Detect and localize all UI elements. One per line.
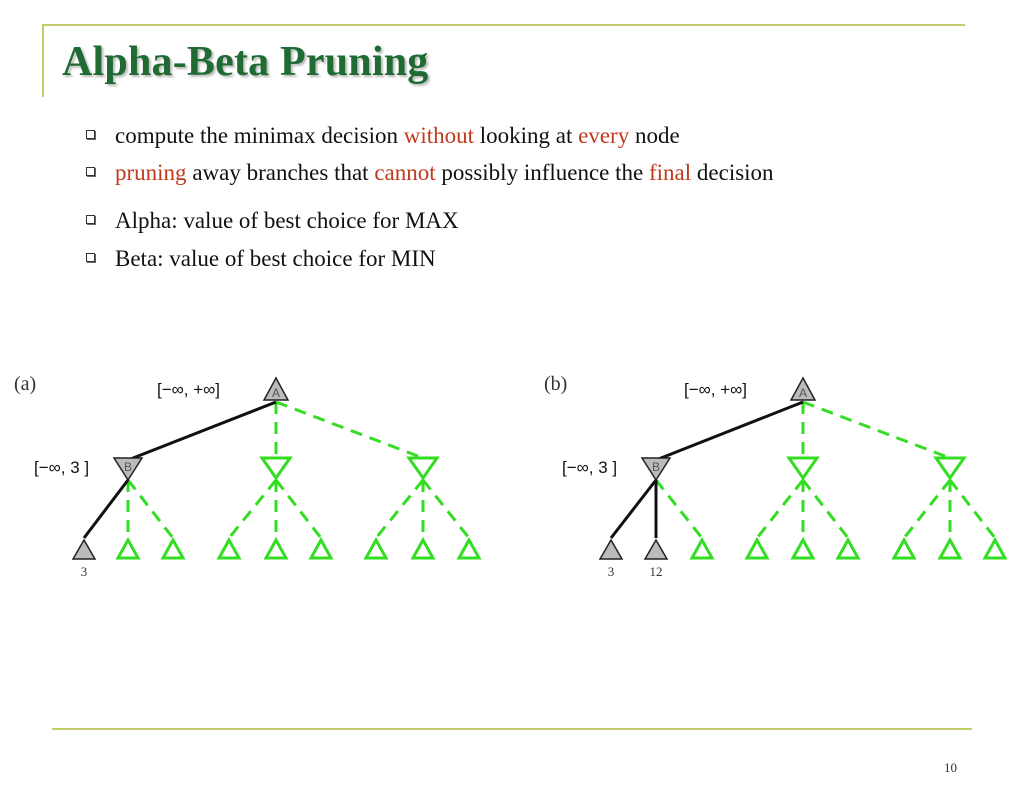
root-bounds: [−∞, +∞] — [157, 380, 220, 399]
leaf-node-explored — [643, 538, 669, 560]
bullet-text: Alpha: value of best choice for MAX — [115, 208, 459, 233]
min-node-b — [640, 457, 672, 482]
title-accent-bar — [42, 24, 44, 97]
max-node-a — [262, 376, 290, 401]
min-bounds: [−∞, 3 ] — [562, 458, 617, 477]
bullet-text: looking at — [474, 123, 579, 148]
diagram-label: (b) — [544, 373, 567, 395]
bullet-square-icon — [86, 130, 95, 140]
bullet-highlight: cannot — [374, 160, 436, 185]
bullet-text: possibly influence the — [435, 160, 649, 185]
node-label: A — [799, 386, 807, 400]
bullet-highlight: final — [649, 160, 692, 185]
explored-edges — [82, 400, 277, 539]
bullet-highlight: without — [403, 123, 474, 148]
page-number: 10 — [944, 760, 957, 775]
alpha-beta-diagrams: (a) — [14, 373, 1007, 579]
node-label: B — [652, 460, 660, 474]
bullet-highlight: pruning — [115, 160, 187, 185]
leaf-value: 12 — [650, 564, 663, 579]
pruned-edges — [126, 400, 471, 539]
bullet-text: Beta: value of best choice for MIN — [115, 246, 436, 271]
root-bounds: [−∞, +∞] — [684, 380, 747, 399]
bullet-item: pruning away branches that cannot possib… — [86, 160, 774, 186]
leaf-value: 3 — [81, 564, 88, 579]
pruned-min-nodes — [786, 456, 967, 481]
header-rule — [42, 24, 965, 26]
bullet-text: decision — [691, 160, 774, 185]
node-label: B — [124, 460, 132, 474]
diagram-label: (a) — [14, 373, 36, 395]
bullet-text: compute the minimax decision — [115, 123, 404, 148]
leaf-node-explored — [598, 538, 624, 560]
footer-rule — [52, 728, 972, 730]
bullet-text: node — [629, 123, 680, 148]
bullet-square-icon — [86, 215, 95, 225]
bullet-square-icon — [86, 253, 95, 263]
min-bounds: [−∞, 3 ] — [34, 458, 89, 477]
bullet-square-icon — [86, 167, 95, 177]
bullet-item: compute the minimax decision without loo… — [86, 123, 680, 149]
slide-title: Alpha-Beta Pruning — [62, 39, 429, 85]
max-node-a — [789, 376, 817, 401]
node-label: A — [272, 386, 280, 400]
bullet-item: Beta: value of best choice for MIN — [86, 246, 436, 272]
diagram-a: (a) — [14, 373, 481, 579]
min-node-b — [112, 457, 144, 482]
bullet-item: Alpha: value of best choice for MAX — [86, 208, 459, 234]
pruned-leaves — [116, 538, 481, 560]
pruned-leaves — [690, 538, 1007, 560]
pruned-edges — [654, 400, 997, 539]
bullet-highlight: every — [578, 123, 630, 148]
pruned-min-nodes — [259, 456, 440, 481]
bullet-text: away branches that — [186, 160, 375, 185]
leaf-value: 3 — [608, 564, 615, 579]
explored-edges — [609, 400, 804, 539]
diagram-b: (b) — [544, 373, 1007, 579]
leaf-node-explored — [71, 538, 97, 560]
